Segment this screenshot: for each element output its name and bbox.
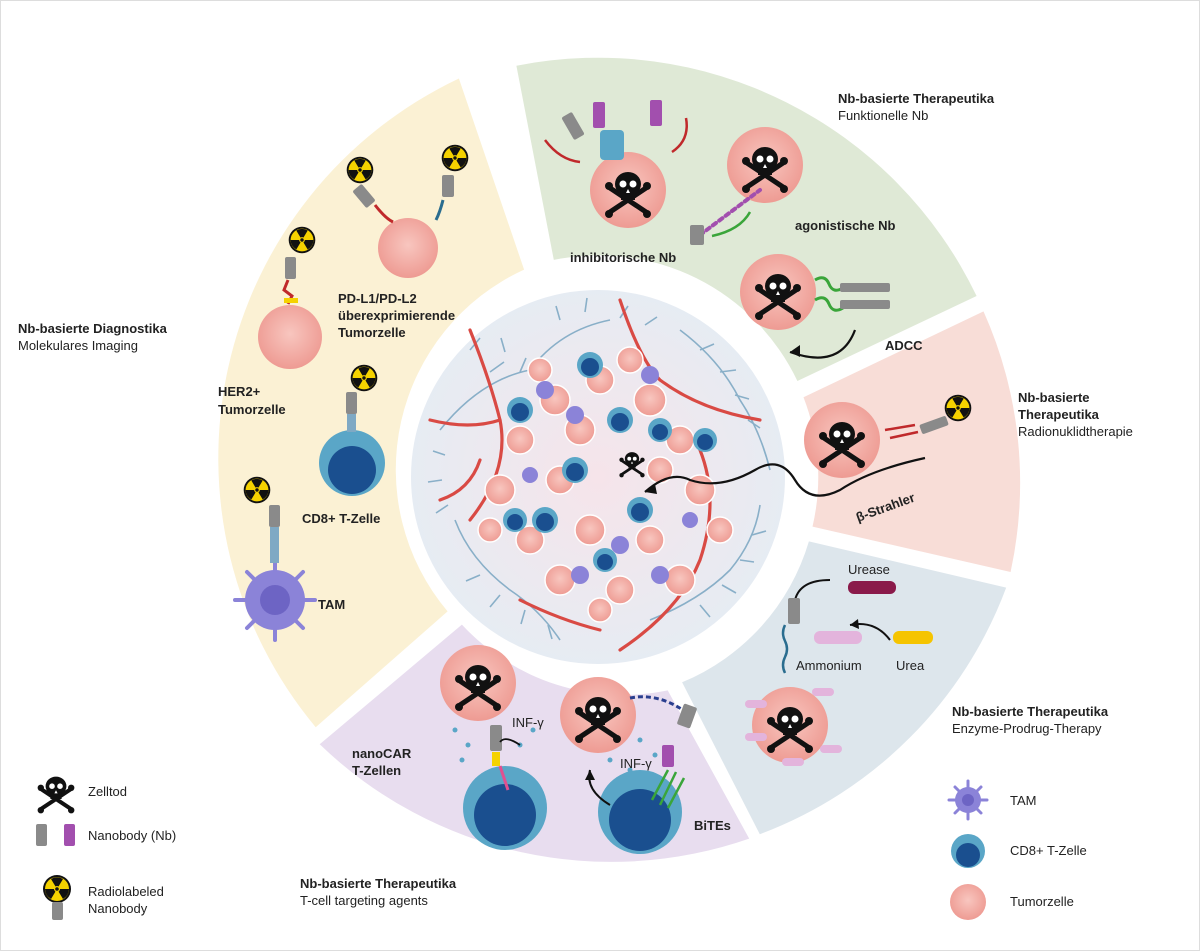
legend-zelltod: Zelltod [88, 784, 127, 799]
sector-radionuclide [803, 311, 1021, 572]
functional-title: Nb-basierte Therapeutika [838, 91, 995, 106]
pdl1-tumor-cell [378, 218, 438, 278]
tam-cell [233, 558, 317, 642]
radiolabel-icon [441, 144, 469, 172]
diagnostics-section: Nb-basierte Diagnostika Molekulares Imag… [18, 144, 469, 642]
tcell-subtitle: T-cell targeting agents [300, 893, 428, 908]
legend-radiolabeled-line2: Nanobody [88, 901, 148, 916]
beta-emitter-path [644, 456, 926, 497]
her2-label: HER2+ [218, 384, 261, 399]
legend-tumorzelle: Tumorzelle [1010, 894, 1074, 909]
nanocar-label-line2: T-Zellen [352, 763, 401, 778]
inhibitory-label: inhibitorische Nb [570, 250, 676, 265]
radiolabel-icon [944, 394, 972, 422]
legend-tam: TAM [1010, 793, 1036, 808]
her2-label-line2: Tumorzelle [218, 402, 286, 417]
nanocar-label: nanoCAR [352, 746, 412, 761]
legend-right: TAM CD8+ T-Zelle Tumorzelle [947, 779, 1087, 920]
tcell-title: Nb-basierte Therapeutika [300, 876, 457, 891]
radiolabel-icon [43, 875, 71, 903]
her2-tumor-cell [258, 305, 322, 369]
infg-label-2: INF-γ [620, 756, 652, 771]
functional-section: Nb-basierte Therapeutika Funktionelle Nb… [544, 91, 995, 359]
cd8-label: CD8+ T-Zelle [302, 511, 380, 526]
urease-label: Urease [848, 562, 890, 577]
tam-label: TAM [318, 597, 345, 612]
pdl1-label: PD-L1/PD-L2 [338, 291, 417, 306]
legend-cd8: CD8+ T-Zelle [1010, 843, 1087, 858]
radiolabel-icon [243, 476, 271, 504]
radiolabel-icon [346, 156, 374, 184]
sector-enzyme [682, 541, 1007, 835]
pdl1-label-line2: überexprimierende [338, 308, 455, 323]
tcell-section: Nb-basierte Therapeutika T-cell targetin… [300, 645, 731, 908]
nanobody-icon-grey [36, 824, 47, 846]
legend-nanobody: Nanobody (Nb) [88, 828, 176, 843]
legend-left: Zelltod Nanobody (Nb) Radiolabeled Nanob… [36, 777, 176, 920]
legend-radiolabeled: Radiolabeled [88, 884, 164, 899]
enzyme-section: Nb-basierte Therapeutika Enzyme-Prodrug-… [745, 562, 1109, 766]
radiolabel-icon [350, 364, 378, 392]
radiolabel-icon [288, 226, 316, 254]
tumor-core [405, 284, 791, 670]
tumor-cell-icon [950, 884, 986, 920]
infg-label-1: INF-γ [512, 715, 544, 730]
radionuclide-title-line2: Therapeutika [1018, 407, 1100, 422]
radionuclide-subtitle: Radionuklidtherapie [1018, 424, 1133, 439]
adcc-label: ADCC [885, 338, 923, 353]
radionuclide-title: Nb-basierte [1018, 390, 1090, 405]
urea-label: Urea [896, 658, 925, 673]
functional-subtitle: Funktionelle Nb [838, 108, 928, 123]
urease-bar [848, 581, 896, 594]
diagnostics-title: Nb-basierte Diagnostika [18, 321, 168, 336]
diagnostics-subtitle: Molekulares Imaging [18, 338, 138, 353]
tam-icon [947, 779, 989, 821]
enzyme-subtitle: Enzyme-Prodrug-Therapy [952, 721, 1102, 736]
bites-label: BiTEs [694, 818, 731, 833]
agonistic-label: agonistische Nb [795, 218, 895, 233]
radiolabeled-nanobody-icon [52, 902, 63, 920]
nanobody-icon-purple [64, 824, 75, 846]
enzyme-title: Nb-basierte Therapeutika [952, 704, 1109, 719]
ammonium-label: Ammonium [796, 658, 862, 673]
pdl1-label-line3: Tumorzelle [338, 325, 406, 340]
cd8-t-cell-icon [951, 834, 985, 868]
